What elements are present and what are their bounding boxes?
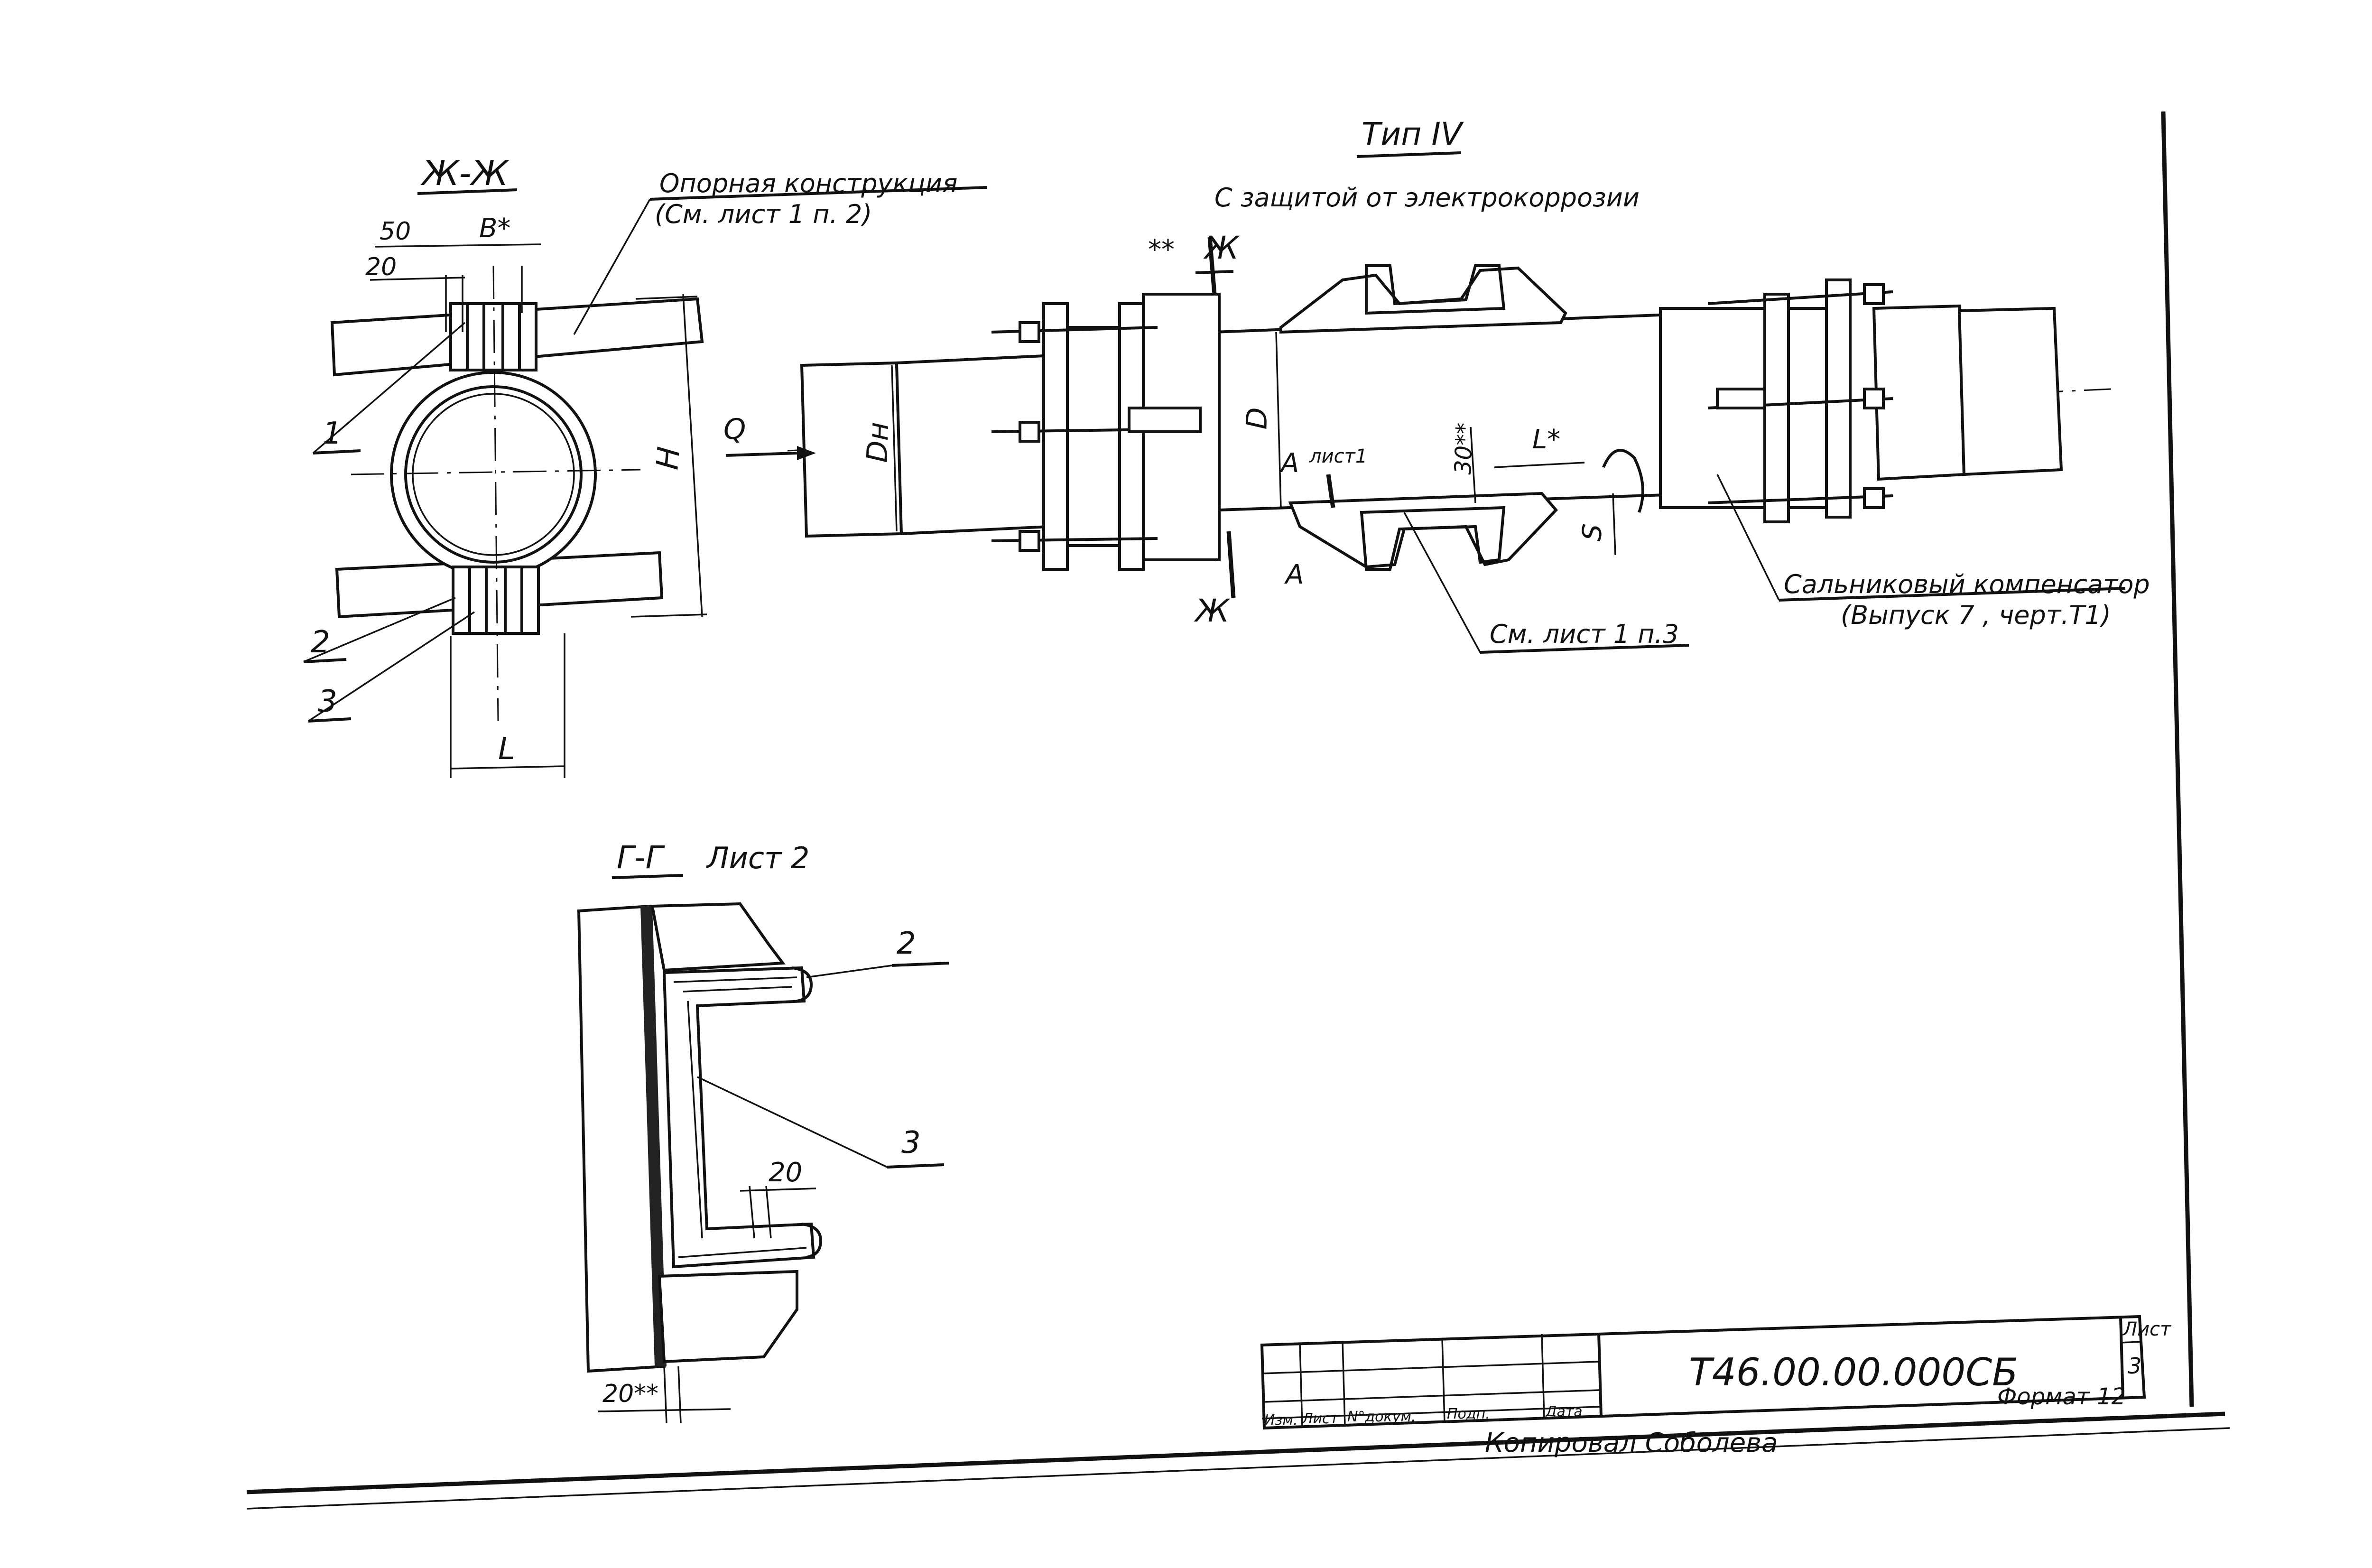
- position-1-label: 1: [323, 416, 342, 451]
- sheet-label: Лист: [2122, 1318, 2172, 1340]
- double-star-note: **: [1148, 234, 1175, 265]
- dim-50: 50: [380, 217, 411, 246]
- designation-code: Т46.00.00.000СБ: [1689, 1350, 2018, 1394]
- sheet-number: 3: [2128, 1353, 2141, 1379]
- copied-by-label: Копировал Соболева: [1485, 1428, 1778, 1458]
- see-sheet1-p3-label: См. лист 1 п.3: [1490, 619, 1679, 649]
- position-3-left-label: 3: [318, 684, 337, 719]
- dim-h: Н: [650, 445, 687, 471]
- position-2-right-label: 2: [897, 926, 916, 961]
- dim-20-gg: 20: [769, 1157, 802, 1188]
- mark-a-top: А: [1279, 448, 1299, 479]
- dim-s: S: [1576, 523, 1609, 542]
- dim-l-star: L*: [1532, 424, 1560, 455]
- mark-a-bottom: А: [1284, 559, 1304, 590]
- dim-d: D: [1240, 407, 1274, 430]
- sheet1-ref-short: лист1: [1309, 445, 1367, 467]
- section-mark-zh-bottom: Ж: [1194, 593, 1231, 629]
- type-iv-main-view: Тип IV С защитой от электрокоррозии: [723, 116, 2150, 654]
- type-title: Тип IV: [1362, 116, 1464, 152]
- section-zh-view: Ж-Ж 50 20 В*: [303, 153, 987, 778]
- flow-q-label: Q: [723, 413, 746, 446]
- tb-col-izm: Изм.: [1264, 1412, 1298, 1429]
- type-subtitle: С защитой от электрокоррозии: [1214, 183, 1640, 213]
- support-ref-label: (См. лист 1 п. 2): [655, 199, 872, 229]
- gland-compensator-ref: (Выпуск 7 , черт.Т1): [1841, 600, 2111, 630]
- tb-col-sign: Подп.: [1447, 1406, 1490, 1422]
- tb-col-list: Лист: [1302, 1410, 1339, 1427]
- tb-col-date: Дата: [1545, 1403, 1583, 1420]
- sheet-frame: [246, 111, 2230, 1510]
- tb-col-doc: N°докум.: [1347, 1409, 1416, 1425]
- gland-compensator-label: Сальниковый компенсатор: [1784, 569, 2150, 599]
- position-3-right-label: 3: [901, 1125, 921, 1160]
- dim-b-star: В*: [479, 213, 510, 244]
- section-gg-title: Г-Г: [617, 839, 666, 876]
- dim-l-left: L: [498, 732, 515, 767]
- position-2-left-label: 2: [311, 625, 330, 660]
- dim-20-star-bottom: 20**: [602, 1380, 658, 1408]
- section-zh-title: Ж-Ж: [420, 153, 510, 193]
- support-construction-label: Опорная конструкция: [659, 168, 957, 198]
- format-label: Формат 12: [1997, 1383, 2126, 1410]
- section-gg-view: Г-Г Лист 2 2 3 20 20**: [577, 839, 949, 1424]
- title-block: Изм. Лист N°докум. Подп. Дата Т46.00.00.…: [1260, 1315, 2172, 1458]
- dim-20-top: 20: [365, 253, 397, 281]
- dim-30-star: 30**: [1450, 422, 1478, 475]
- section-mark-zh-top: Ж: [1203, 230, 1240, 266]
- section-gg-sheet-ref: Лист 2: [706, 841, 809, 875]
- dim-dn: Dн: [861, 421, 895, 463]
